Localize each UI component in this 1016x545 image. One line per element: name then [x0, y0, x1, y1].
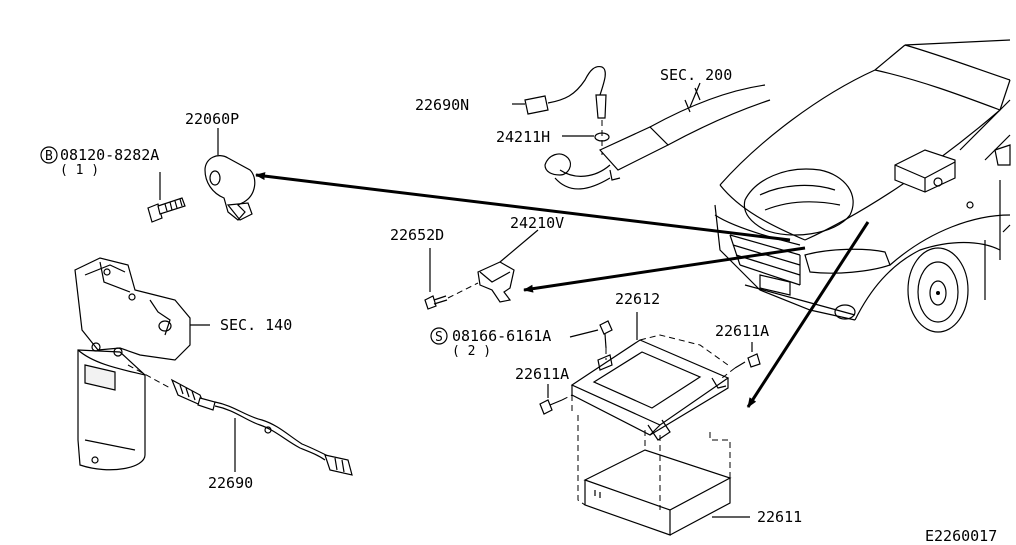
label-22060p: 22060P	[185, 110, 239, 128]
bolt-b-circle-icon	[40, 146, 58, 164]
catalytic-converter	[77, 342, 171, 471]
label-08120-qty: ( 1 )	[60, 163, 99, 178]
oxygen-sensor-22690	[170, 378, 353, 476]
screw-22611a-right	[721, 342, 761, 379]
label-22690: 22690	[208, 474, 253, 492]
label-24210v: 24210V	[510, 214, 564, 232]
label-22690n: 22690N	[415, 96, 469, 114]
bracket-24210v	[477, 229, 539, 303]
label-08120-prefix: B	[45, 149, 53, 164]
car-illustration	[714, 39, 1011, 333]
label-08120: 08120-8282A	[60, 146, 159, 164]
label-22612: 22612	[615, 290, 660, 308]
diagram-id: E2260017	[925, 527, 997, 545]
label-sec200: SEC. 200	[660, 66, 732, 84]
bolt-08120	[147, 172, 186, 223]
label-08166-prefix: S	[435, 330, 443, 345]
label-08166-group: S 08166-6161A ( 2 )	[430, 327, 551, 359]
label-22611a-right: 22611A	[715, 322, 769, 340]
label-22652d: 22652D	[390, 226, 444, 244]
exhaust-pipe-sec200	[544, 82, 771, 190]
label-08166: 08166-6161A	[452, 327, 551, 345]
label-22611a-left: 22611A	[515, 365, 569, 383]
ecm-unit-22611	[577, 415, 750, 536]
screw-22652d	[424, 248, 479, 310]
screw-s-circle-icon	[430, 327, 448, 345]
screw-22611a-left	[539, 384, 573, 415]
knock-sensor-22060p	[204, 128, 256, 221]
label-sec140: SEC. 140	[220, 316, 292, 334]
part-labels: 22060P B 08120-8282A ( 1 ) 22690N 24211H…	[40, 66, 997, 545]
exhaust-manifold-sec140	[74, 257, 210, 361]
ecm-bracket-22612	[570, 312, 730, 441]
label-22611: 22611	[757, 508, 802, 526]
label-08166-qty: ( 2 )	[452, 344, 491, 359]
screw-08166	[569, 320, 613, 360]
reference-arrows	[255, 172, 870, 408]
label-08120-group: B 08120-8282A ( 1 )	[40, 146, 159, 178]
oxygen-sensor-22690n	[512, 65, 607, 119]
gasket-24211h	[562, 120, 610, 155]
label-24211h: 24211H	[496, 128, 550, 146]
